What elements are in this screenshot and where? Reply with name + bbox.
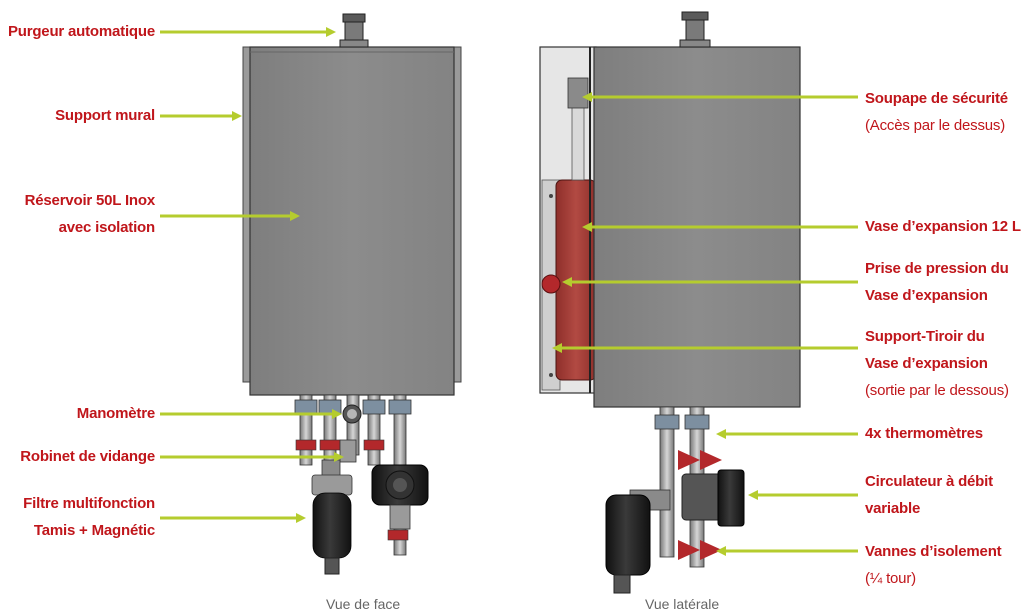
filter-body xyxy=(605,489,671,594)
pressure-tap xyxy=(541,274,561,294)
label-prise: Prise de pression du Vase d’expansion xyxy=(865,260,1009,304)
label-filtre: Filtre multifonction Tamis + Magnétic xyxy=(23,495,155,539)
front-view xyxy=(242,13,462,575)
label-reservoir: Réservoir 50L Inox avec isolation xyxy=(24,192,156,236)
arrows xyxy=(160,27,858,556)
tank-front xyxy=(249,46,455,396)
label-thermometres: 4x thermomètres xyxy=(865,425,983,442)
caption-side: Vue latérale xyxy=(645,596,720,612)
pump-icon xyxy=(371,464,429,530)
side-pipework xyxy=(605,406,745,594)
filter-body xyxy=(311,459,353,575)
air-vent-icon xyxy=(339,13,369,48)
pressure-gauge-icon xyxy=(342,404,362,424)
caption-front: Vue de face xyxy=(326,596,401,612)
label-support-tiroir: Support-Tiroir du Vase d’expansion (sort… xyxy=(865,328,1009,399)
label-soupape: Soupape de sécurité (Accès par le dessus… xyxy=(865,90,1008,134)
pump-icon xyxy=(681,469,745,527)
label-support-mural: Support mural xyxy=(55,107,155,124)
front-pipework xyxy=(294,394,429,575)
label-manometre: Manomètre xyxy=(76,405,155,422)
label-circulateur: Circulateur à débit variable xyxy=(865,473,993,517)
air-vent-icon xyxy=(679,11,711,48)
valve-handle-icon xyxy=(678,450,722,560)
label-robinet: Robinet de vidange xyxy=(20,448,155,465)
safety-valve xyxy=(567,77,589,109)
label-vannes: Vannes d’isolement (¼ tour) xyxy=(865,543,1002,587)
label-purgeur: Purgeur automatique xyxy=(7,23,155,40)
label-vase: Vase d’expansion 12 L xyxy=(865,218,1021,235)
side-view xyxy=(539,11,801,594)
